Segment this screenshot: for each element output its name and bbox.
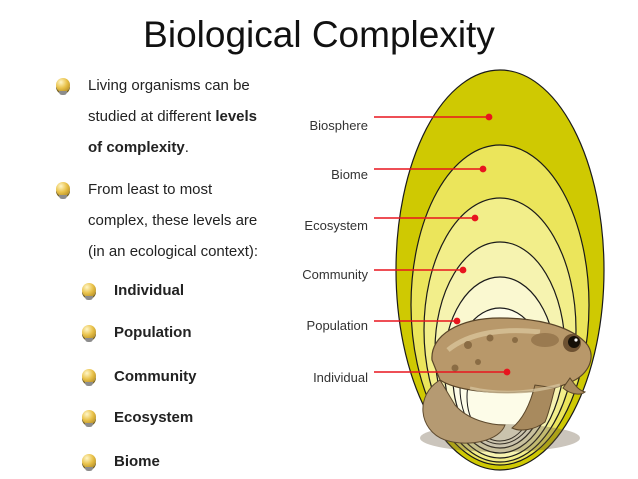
bullet-1-line-2-text: studied at different	[88, 108, 216, 125]
bullet-1-text: Living organisms can be studied at diffe…	[88, 70, 257, 163]
toad-wart	[486, 334, 494, 342]
toad-parotoid-gland	[531, 333, 559, 347]
toad-eye	[568, 336, 580, 348]
bullet-2-text: From least to most complex, these levels…	[88, 174, 258, 267]
level-label-community: Community	[302, 267, 368, 282]
level-label-biosphere: Biosphere	[309, 118, 368, 133]
level-label-individual: Individual	[313, 370, 368, 385]
bullet-1-line-3: of complexity.	[88, 132, 257, 163]
sub-item-individual: Individual	[114, 282, 185, 299]
pointer-dot-community	[459, 266, 467, 274]
pointer-dot-individual	[503, 368, 511, 376]
level-label-ecosystem: Ecosystem	[304, 218, 368, 233]
toad-front-leg	[511, 384, 556, 431]
slide-title: Biological Complexity	[143, 14, 495, 55]
toad-back-leg	[422, 379, 506, 444]
level-label-biome: Biome	[331, 167, 368, 182]
sub-item-community: Community	[114, 368, 197, 385]
sub-item-biome: Biome	[114, 453, 160, 470]
toad-wart	[464, 341, 472, 349]
pointer-dot-population	[453, 317, 461, 325]
sub-bullet-icon	[82, 283, 96, 300]
toad-dorsal-stripe	[446, 328, 541, 352]
toad-belly	[469, 383, 561, 394]
bullet-icon	[56, 78, 70, 95]
bullet-1-line-2: studied at different levels	[88, 101, 257, 132]
sub-bullet-icon	[82, 454, 96, 471]
bullet-1-line-3-bold: of complexity	[88, 139, 185, 156]
sub-item-ecosystem: Ecosystem	[114, 409, 194, 426]
pointer-dot-biome	[479, 165, 487, 173]
toad-front-leg-right	[562, 377, 587, 395]
bullet-2-line-1: From least to most	[88, 181, 213, 198]
bullet-icon	[56, 182, 70, 199]
sub-bullet-icon	[82, 369, 96, 386]
toad-eye-shine	[574, 338, 578, 342]
sub-item-population: Population	[114, 324, 192, 341]
bullet-1-line-3-text: .	[184, 139, 189, 156]
toad-wart	[475, 359, 481, 365]
level-pointers	[374, 113, 511, 376]
toad-wart	[512, 337, 518, 343]
pointer-dot-biosphere	[485, 113, 493, 121]
pointer-dot-ecosystem	[471, 214, 479, 222]
toad-wart	[451, 364, 459, 372]
bullet-1-line-2-bold: levels	[215, 108, 258, 125]
bullet-1-line-1: Living organisms can be	[88, 77, 250, 94]
bullet-2-line-3: (in an ecological context):	[88, 243, 259, 260]
level-label-population: Population	[306, 318, 368, 333]
sub-bullet-icon	[82, 410, 96, 427]
sub-bullet-icon	[82, 325, 96, 342]
bullet-2-line-2: complex, these levels are	[88, 212, 258, 229]
toad-image	[420, 317, 592, 452]
